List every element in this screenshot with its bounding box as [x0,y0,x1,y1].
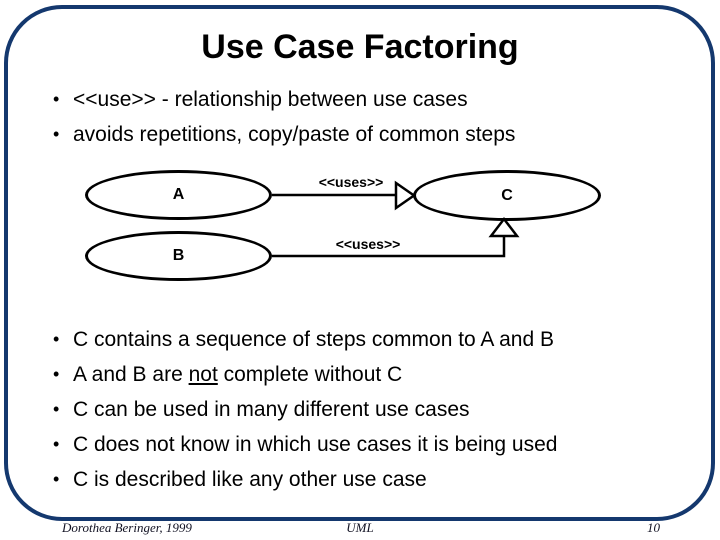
bullet-text-suffix: complete without C [217,363,403,386]
slide-title: Use Case Factoring [201,28,519,66]
bullet-item: A and B are not complete without C [53,357,683,392]
use-case-ellipse-a: A [85,170,272,220]
bottom-bullet-list: C contains a sequence of steps common to… [53,322,683,497]
bullet-item: C is described like any other use case [53,462,683,497]
bullet-text-underlined: not [188,363,218,386]
use-case-label: A [172,186,185,203]
bullet-item: <<use>> - relationship between use cases [53,82,683,117]
slide-border-frame [4,5,715,521]
uses-stereotype-label: <<uses>> [318,174,384,190]
bullet-item: avoids repetitions, copy/paste of common… [53,117,683,152]
footer-author: Dorothea Beringer, 1999 [62,520,192,535]
footer-page-number: 10 [647,520,660,535]
bullet-item: C contains a sequence of steps common to… [53,322,683,357]
bullet-text-prefix: A and B are [73,363,189,386]
use-case-label: C [501,186,513,204]
footer-course-name: UML [346,520,374,535]
bullet-item: C does not know in which use cases it is… [53,427,683,462]
uses-stereotype-label: <<uses>> [335,236,401,252]
use-case-ellipse-b: B [85,231,272,281]
use-case-ellipse-c: C [413,170,601,221]
use-case-label: B [172,247,185,264]
top-bullet-list: <<use>> - relationship between use cases… [53,82,683,152]
bullet-item: C can be used in many different use case… [53,392,683,427]
